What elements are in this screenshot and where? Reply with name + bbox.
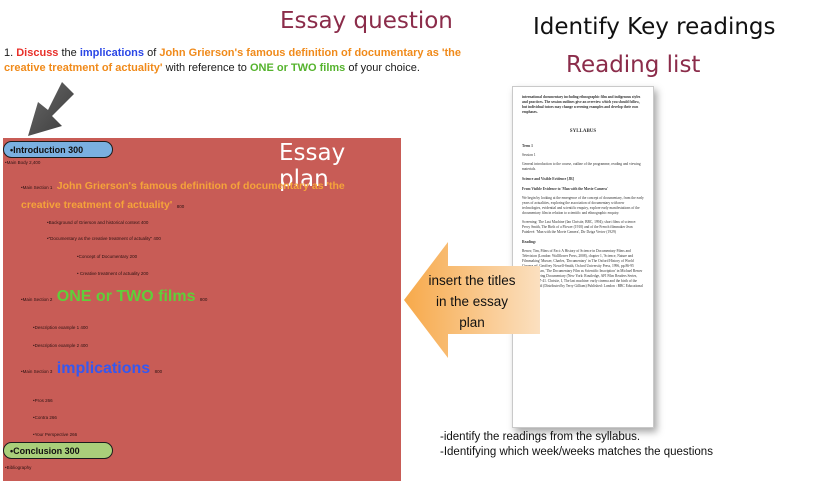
doc-reading-head: Reading: [522,240,536,244]
plan-item-example-1: •Description example 1 400 [33,325,88,330]
syllabus-document: international documentary including ethn… [512,86,654,428]
section-3-topic: implications [56,360,151,377]
doc-subtopic: From Visible Evidence to 'Man with the M… [522,187,608,191]
reading-list-title: Reading list [566,52,701,78]
question-keyword-discuss: Discuss [16,47,59,59]
doc-session-text: General introduction to the course, outl… [522,162,641,171]
plan-item-perspective: •Your Perspective 266 [33,432,78,437]
plan-item-background: •Background of Grierson and historical c… [47,220,149,225]
doc-term: Term 1 [522,144,533,148]
main-section-1: •Main Section 1 John Grierson's famous d… [21,176,381,214]
section-1-count: 800 [176,204,185,209]
section-3-count: 800 [154,369,163,374]
note-line-2: -Identifying which week/weeks matches th… [440,446,713,458]
question-keyword-films: ONE or TWO films [249,62,346,74]
question-keyword-implications: implications [79,47,145,59]
down-arrow-icon [28,82,74,136]
plan-item-concept: •Concept of Documentary 200 [77,254,138,259]
section-2-topic: ONE or TWO films [56,288,196,305]
introduction-pill: •Introduction 300 [3,141,113,158]
question-keyword-grierson: John Grierson's famous definition of doc… [4,47,461,74]
key-readings-title: Identify Key readings [533,14,776,40]
doc-intro: international documentary including ethn… [522,95,641,114]
doc-topic: Science and Visible Evidence [JR] [522,177,574,181]
section-2-prefix: •Main Section 2 [21,297,53,302]
question-text-segment: of [144,47,160,59]
plan-item-pros: •Pros 266 [33,398,53,403]
question-text-segment: the [58,47,80,59]
section-3-prefix: •Main Section 3 [21,369,53,374]
section-1-topic: John Grierson's famous definition of doc… [21,180,345,211]
section-2-count: 800 [199,297,208,302]
bibliography-label: •Bibliography [5,465,32,470]
question-number: 1. [4,47,17,59]
question-text-segment: with reference to [162,62,250,74]
plan-item-example-2: •Description example 2 400 [33,343,88,348]
note-line-1: -identify the readings from the syllabus… [440,431,641,443]
conclusion-pill: •Conclusion 300 [3,442,113,459]
essay-plan-panel: Essay plan •Introduction 300 •Main Body … [3,138,401,481]
doc-reading: Renov, Tim, Films of Fact: A History of … [522,249,643,288]
main-body-label: •Main Body 2,400 [5,160,41,165]
plan-item-documentary-definition: •"Documentary as the creative treatment … [47,236,161,241]
essay-plan-title: Essay plan [279,140,346,192]
question-text-segment: of your choice. [345,62,420,74]
essay-question-title: Essay question [280,8,453,34]
doc-heading: SYLLABUS [569,129,597,134]
section-1-prefix: •Main Section 1 [21,185,53,190]
insert-titles-instruction: insert the titles in the essay plan [428,273,516,330]
doc-screening: Screening: The Last Machine (Ian Christi… [522,220,637,234]
main-section-2: •Main Section 2 ONE or TWO films 800 [21,288,207,306]
doc-body: We begin by looking at the emergence of … [522,196,644,215]
plan-item-cons: •Contra 266 [33,415,57,420]
instruction-notes: -identify the readings from the syllabus… [440,430,713,460]
left-arrow-icon [404,242,540,358]
plan-item-creative: • Creative treatment of actuality 200 [77,271,149,276]
main-section-3: •Main Section 3 implications 800 [21,360,162,378]
essay-question-text: 1. Discuss the implications of John Grie… [4,46,474,76]
doc-session: Session 1 [522,153,536,157]
